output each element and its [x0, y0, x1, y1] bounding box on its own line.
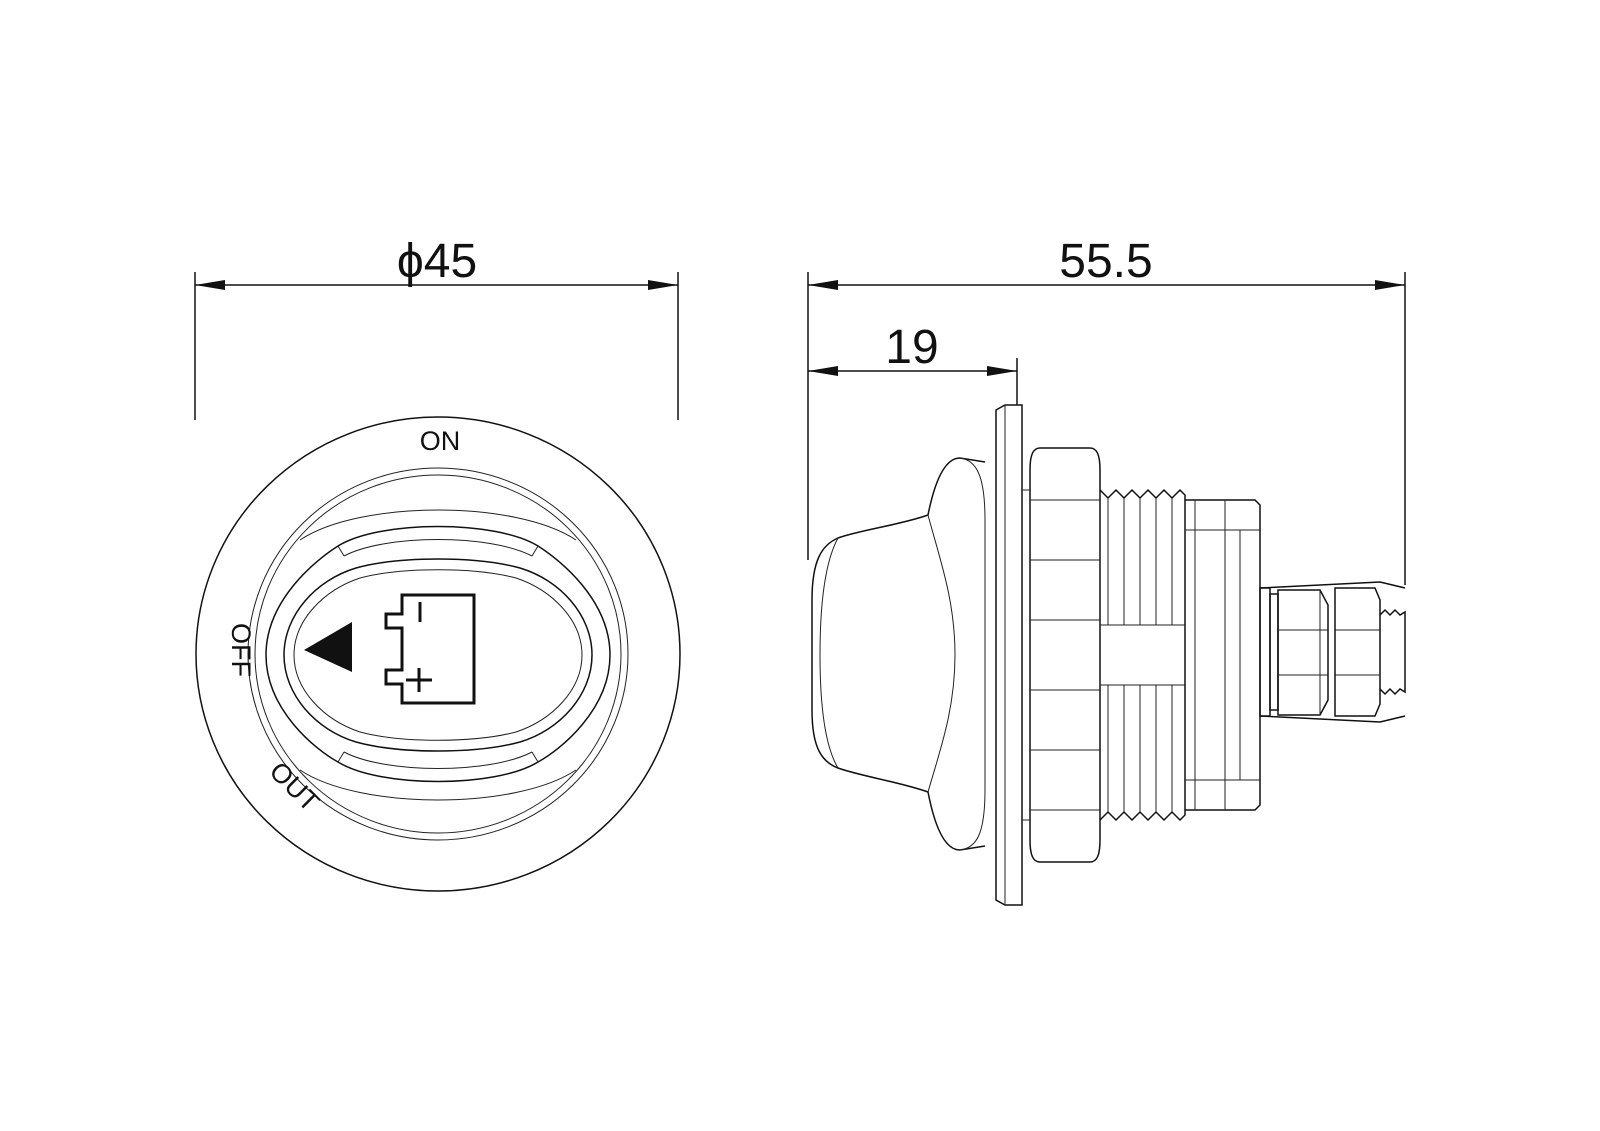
front-view: ϕ45 ON: [194, 235, 681, 892]
knob-depth-dimension: 19: [808, 321, 1018, 405]
overall-length-dimension: 55.5: [807, 235, 1406, 585]
rear-housing: [1185, 499, 1261, 811]
terminal-stud: [1259, 581, 1406, 723]
position-out-label: OUT: [264, 756, 326, 818]
threaded-body: [1099, 488, 1186, 822]
knob: [265, 509, 611, 801]
position-off-label: OFF: [226, 623, 256, 677]
diameter-label: ϕ45: [397, 235, 477, 288]
battery-icon: [384, 593, 476, 705]
inner-bezel: [247, 467, 629, 841]
mounting-flange: [995, 404, 1023, 906]
position-on-label: ON: [420, 426, 461, 456]
knob-profile: [811, 457, 986, 851]
side-view: 55.5 19: [807, 235, 1406, 906]
panel-nut: [1022, 447, 1101, 863]
knob-depth-label: 19: [885, 321, 938, 374]
diameter-dimension: ϕ45: [194, 235, 679, 420]
overall-length-label: 55.5: [1059, 235, 1152, 288]
outer-bezel: [195, 416, 681, 892]
pointer-arrow-icon: [304, 622, 352, 672]
